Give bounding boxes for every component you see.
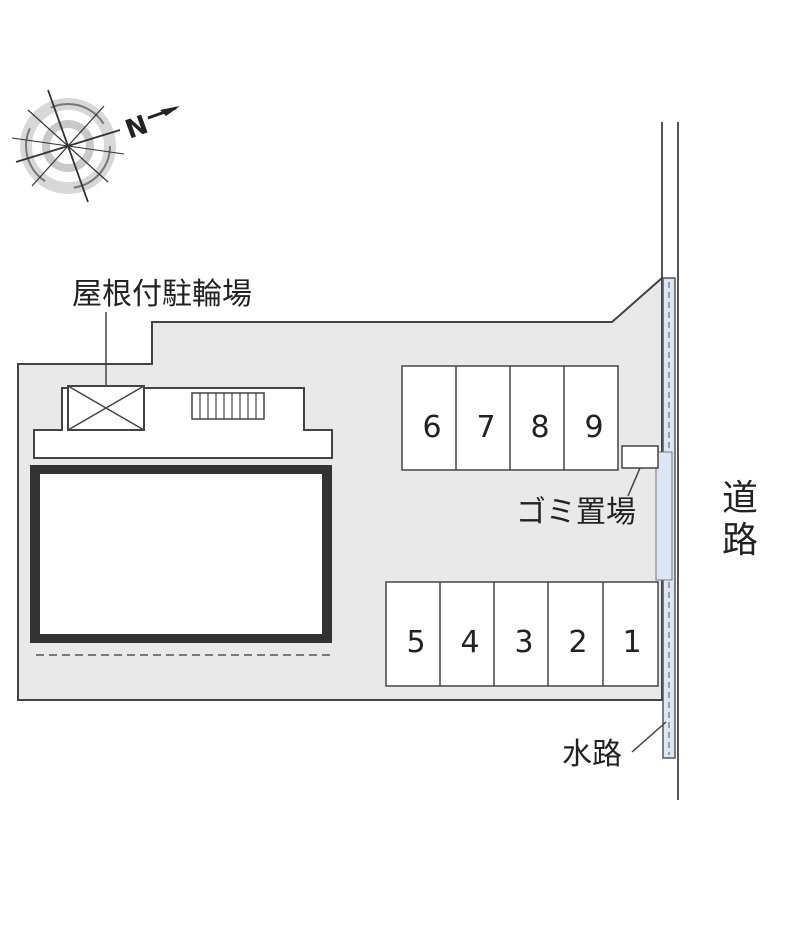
parking-space-label: 9 <box>584 410 603 445</box>
parking-space-label: 8 <box>530 410 549 445</box>
garbage-leader <box>627 467 641 497</box>
parking-row-bottom: 5 4 3 2 1 <box>385 581 659 687</box>
entrance <box>655 451 673 581</box>
parking-space-label: 7 <box>476 410 495 445</box>
bicycle-parking-box <box>67 385 145 431</box>
garbage-label: ゴミ置場 <box>516 495 636 530</box>
parking-row-top: 6 7 8 9 <box>401 365 619 471</box>
waterway-label: 水路 <box>562 737 622 772</box>
parking-space-label: 3 <box>514 625 533 660</box>
road-label-top: 道 <box>722 478 758 519</box>
north-arrow-compass-icon <box>11 89 180 203</box>
parking-space-label: 5 <box>406 625 425 660</box>
stairs <box>191 392 265 420</box>
building-interior <box>40 474 322 634</box>
road-label-bottom: 路 <box>722 520 758 561</box>
waterway-leader <box>631 721 667 753</box>
garbage-area <box>621 445 659 469</box>
parking-space-label: 2 <box>568 625 587 660</box>
parking-space-label: 1 <box>622 625 641 660</box>
parking-space-label: 6 <box>422 410 441 445</box>
bicycle-parking-label: 屋根付駐輪場 <box>72 277 252 312</box>
parking-space-label: 4 <box>460 625 479 660</box>
compass-north-letter: N <box>121 110 152 146</box>
